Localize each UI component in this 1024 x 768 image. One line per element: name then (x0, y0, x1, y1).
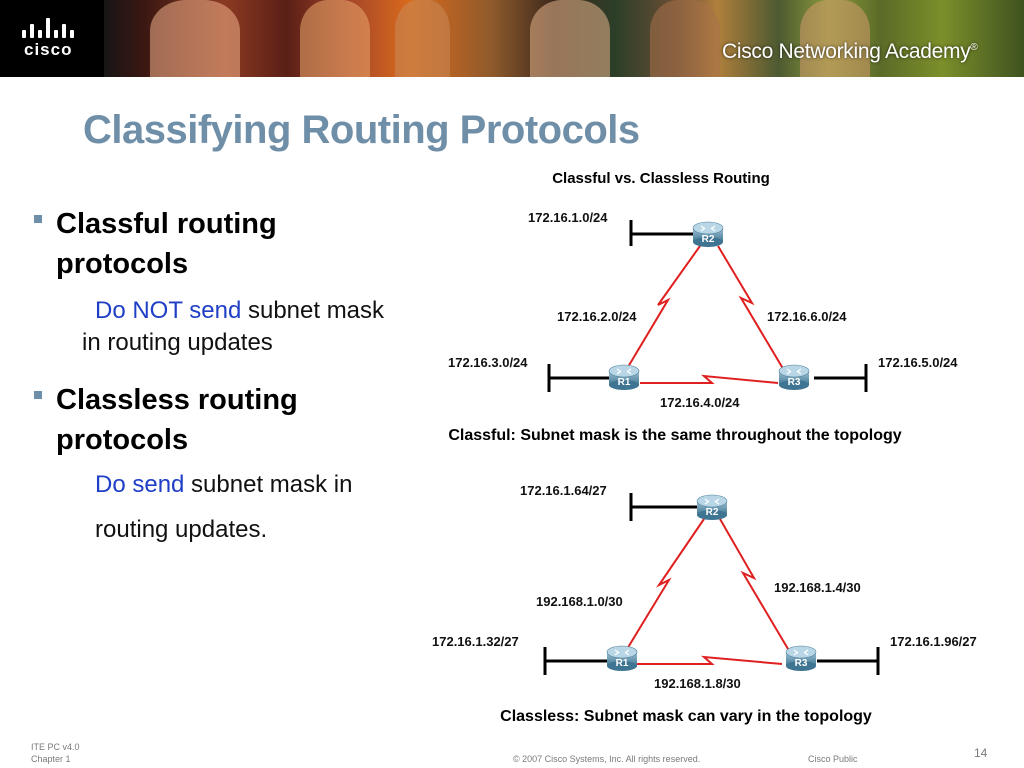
lan-segment-r1 (543, 647, 607, 675)
subnet-label: 172.16.1.32/27 (432, 634, 519, 649)
body-text: subnet mask in routing updates (82, 297, 385, 356)
footer-course: ITE PC v4.0 (31, 742, 80, 752)
router-r3: R3 (785, 645, 817, 671)
bullet-subtext-classful: Do NOT send subnet mask in routing updat… (82, 295, 397, 359)
router-r2: R2 (696, 494, 728, 520)
router-r1: R1 (606, 645, 638, 671)
classful-caption: Classful: Subnet mask is the same throug… (448, 427, 901, 444)
diagram-title: Classful vs. Classless Routing (552, 170, 770, 187)
subnet-label: 172.16.2.0/24 (557, 309, 637, 324)
wan-link-r2-r3 (717, 245, 786, 373)
body-text: subnet mask in (184, 471, 353, 498)
subnet-label: 192.168.1.8/30 (654, 676, 741, 691)
lan-segment-r2 (629, 493, 697, 521)
subnet-label: 172.16.1.0/24 (528, 210, 608, 225)
router-icon (786, 368, 802, 375)
banner-photo-strip (800, 0, 870, 77)
subnet-label: 172.16.4.0/24 (660, 395, 740, 410)
page-number: 14 (974, 746, 988, 760)
lan-segment-r1 (547, 364, 612, 392)
academy-logo-part: Cisco (722, 40, 774, 63)
router-r3: R3 (778, 364, 810, 390)
cisco-wordmark: cisco (24, 40, 73, 59)
cisco-bridge-icon (22, 14, 84, 38)
router-icon (700, 225, 716, 232)
bullet-heading: Classless routing protocols (56, 384, 298, 456)
bullet-marker (34, 215, 42, 223)
bullet-marker (34, 391, 42, 399)
lan-segment-r3 (817, 647, 880, 675)
cisco-logo: cisco (0, 0, 104, 77)
bullet-subtext-classless: Do send subnet mask in (95, 469, 352, 501)
footer-copyright: © 2007 Cisco Systems, Inc. All rights re… (513, 754, 701, 764)
banner-photo-strip (530, 0, 610, 77)
networking-academy-logo: Cisco Networking Academy® (722, 40, 978, 64)
classless-topology: R2 R1 R3 172.16.1.64/27 192.168.1.0/30 1… (432, 483, 977, 725)
router-label: R1 (616, 658, 629, 669)
wan-link-r1-r3 (637, 655, 783, 665)
footer-chapter: Chapter 1 (31, 754, 71, 764)
banner-photo-strip (395, 0, 450, 77)
wan-link-r1-r2 (624, 245, 701, 373)
subnet-label: 172.16.3.0/24 (448, 355, 528, 370)
router-label: R1 (618, 377, 631, 388)
lan-segment-r3 (814, 364, 868, 392)
router-r1: R1 (608, 364, 640, 390)
router-label: R2 (702, 234, 715, 245)
classful-topology: R2 R1 R3 172.16.1.0/24 172.16.2.0/24 172… (448, 210, 958, 444)
bullet-heading: Classful routing protocols (56, 208, 277, 280)
router-icon (704, 498, 720, 505)
slide-title: Classifying Routing Protocols (83, 108, 640, 152)
subnet-label: 172.16.5.0/24 (878, 355, 958, 370)
footer-classification: Cisco Public (808, 754, 858, 764)
router-icon (616, 368, 632, 375)
registered-mark: ® (970, 42, 978, 53)
subnet-label: 172.16.1.64/27 (520, 483, 607, 498)
router-label: R3 (788, 377, 801, 388)
wan-link-r1-r3 (640, 374, 779, 384)
header-banner: cisco Cisco Networking Academy® (0, 0, 1024, 77)
banner-photo-strip (650, 0, 720, 77)
wan-link-r1-r2 (623, 518, 705, 655)
router-icon (793, 649, 809, 656)
subnet-label: 172.16.1.96/27 (890, 634, 977, 649)
bullet-subtext-classless-line2: routing updates. (95, 516, 268, 543)
router-icon (614, 649, 630, 656)
subnet-label: 192.168.1.0/30 (536, 594, 623, 609)
subnet-label: 192.168.1.4/30 (774, 580, 861, 595)
emphasis-text: Do NOT send (95, 297, 242, 324)
wan-link-r2-r3 (719, 518, 792, 655)
lan-segment-r2 (629, 220, 695, 246)
router-label: R3 (795, 658, 808, 669)
subnet-label: 172.16.6.0/24 (767, 309, 847, 324)
emphasis-text: Do send (95, 471, 185, 498)
router-label: R2 (706, 507, 719, 518)
banner-photo-strip (150, 0, 240, 77)
classless-caption: Classless: Subnet mask can vary in the t… (500, 708, 872, 725)
banner-photo-strip (300, 0, 370, 77)
academy-logo-part: Networking Academy (773, 40, 971, 63)
router-r2: R2 (692, 221, 724, 247)
